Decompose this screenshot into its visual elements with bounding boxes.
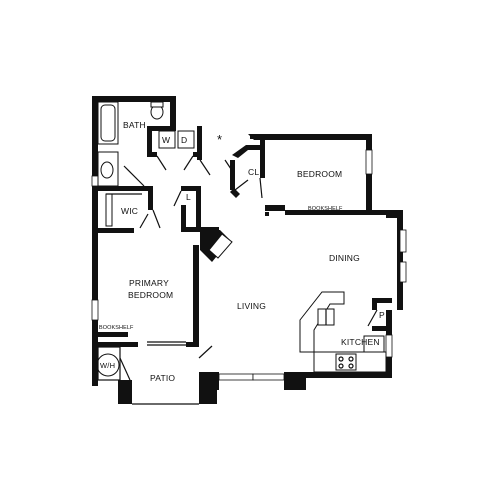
refrigerator	[363, 335, 385, 353]
wd-door-left	[156, 155, 167, 171]
linen-door	[173, 190, 182, 207]
patio-door	[119, 357, 131, 381]
label-dryer: D	[181, 135, 187, 145]
label-closet: CL	[248, 167, 259, 177]
label-bookshelf-primary: BOOKSHELF	[99, 325, 134, 331]
hall-door	[224, 159, 234, 173]
label-wic: WIC	[121, 206, 138, 216]
kitchen-island	[299, 291, 345, 353]
label-linen: L	[186, 192, 191, 202]
wic-door	[152, 209, 161, 229]
wd-door-right	[183, 155, 194, 171]
closet-door	[234, 179, 249, 191]
dryer	[177, 130, 195, 149]
label-pantry: P	[379, 310, 385, 320]
label-bookshelf-bedroom: BOOKSHELF	[308, 206, 343, 212]
pantry-door	[367, 309, 378, 327]
living-patio-door	[198, 345, 213, 359]
label-primary-line1: PRIMARY	[129, 278, 169, 288]
label-bedroom: BEDROOM	[297, 169, 342, 179]
label-living: LIVING	[237, 301, 266, 311]
windows	[91, 149, 407, 405]
doors	[119, 155, 378, 381]
label-kitchen: KITCHEN	[341, 337, 380, 347]
label-asterisk: *	[217, 132, 222, 147]
label-dining: DINING	[329, 253, 360, 263]
label-patio: PATIO	[150, 373, 175, 383]
bedroom-door	[259, 177, 263, 199]
label-bath: BATH	[123, 120, 146, 130]
water-heater	[96, 353, 120, 377]
sink	[100, 161, 114, 179]
entry-door	[199, 159, 211, 176]
primary-door	[139, 213, 149, 229]
fixtures	[96, 101, 387, 381]
label-water-heater: W/H	[100, 361, 115, 370]
label-primary-line2: BEDROOM	[128, 290, 173, 300]
wic-shelf	[105, 193, 113, 227]
range	[335, 353, 357, 371]
fireplace	[208, 233, 233, 259]
label-washer: W	[162, 135, 170, 145]
room-labels: BATH W D * CL BEDROOM BOOKSHELF WIC L DI…	[99, 120, 385, 383]
washer	[158, 130, 176, 149]
bath-door	[123, 165, 145, 187]
